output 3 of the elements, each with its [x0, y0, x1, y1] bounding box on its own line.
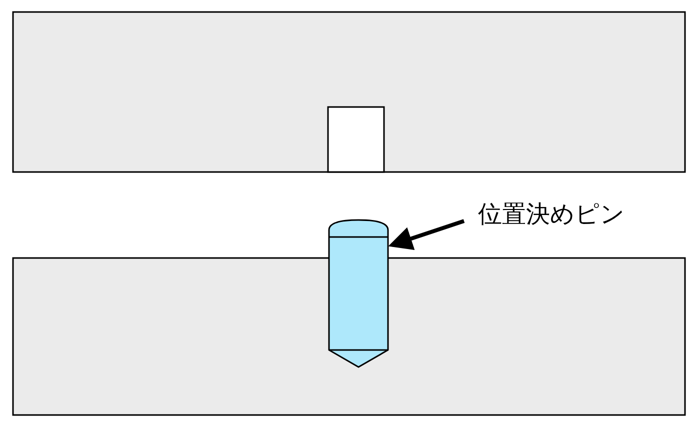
- pin-label: 位置決めピン: [478, 199, 625, 229]
- leader-arrow: [388, 219, 465, 250]
- locating-pin: [328, 218, 389, 369]
